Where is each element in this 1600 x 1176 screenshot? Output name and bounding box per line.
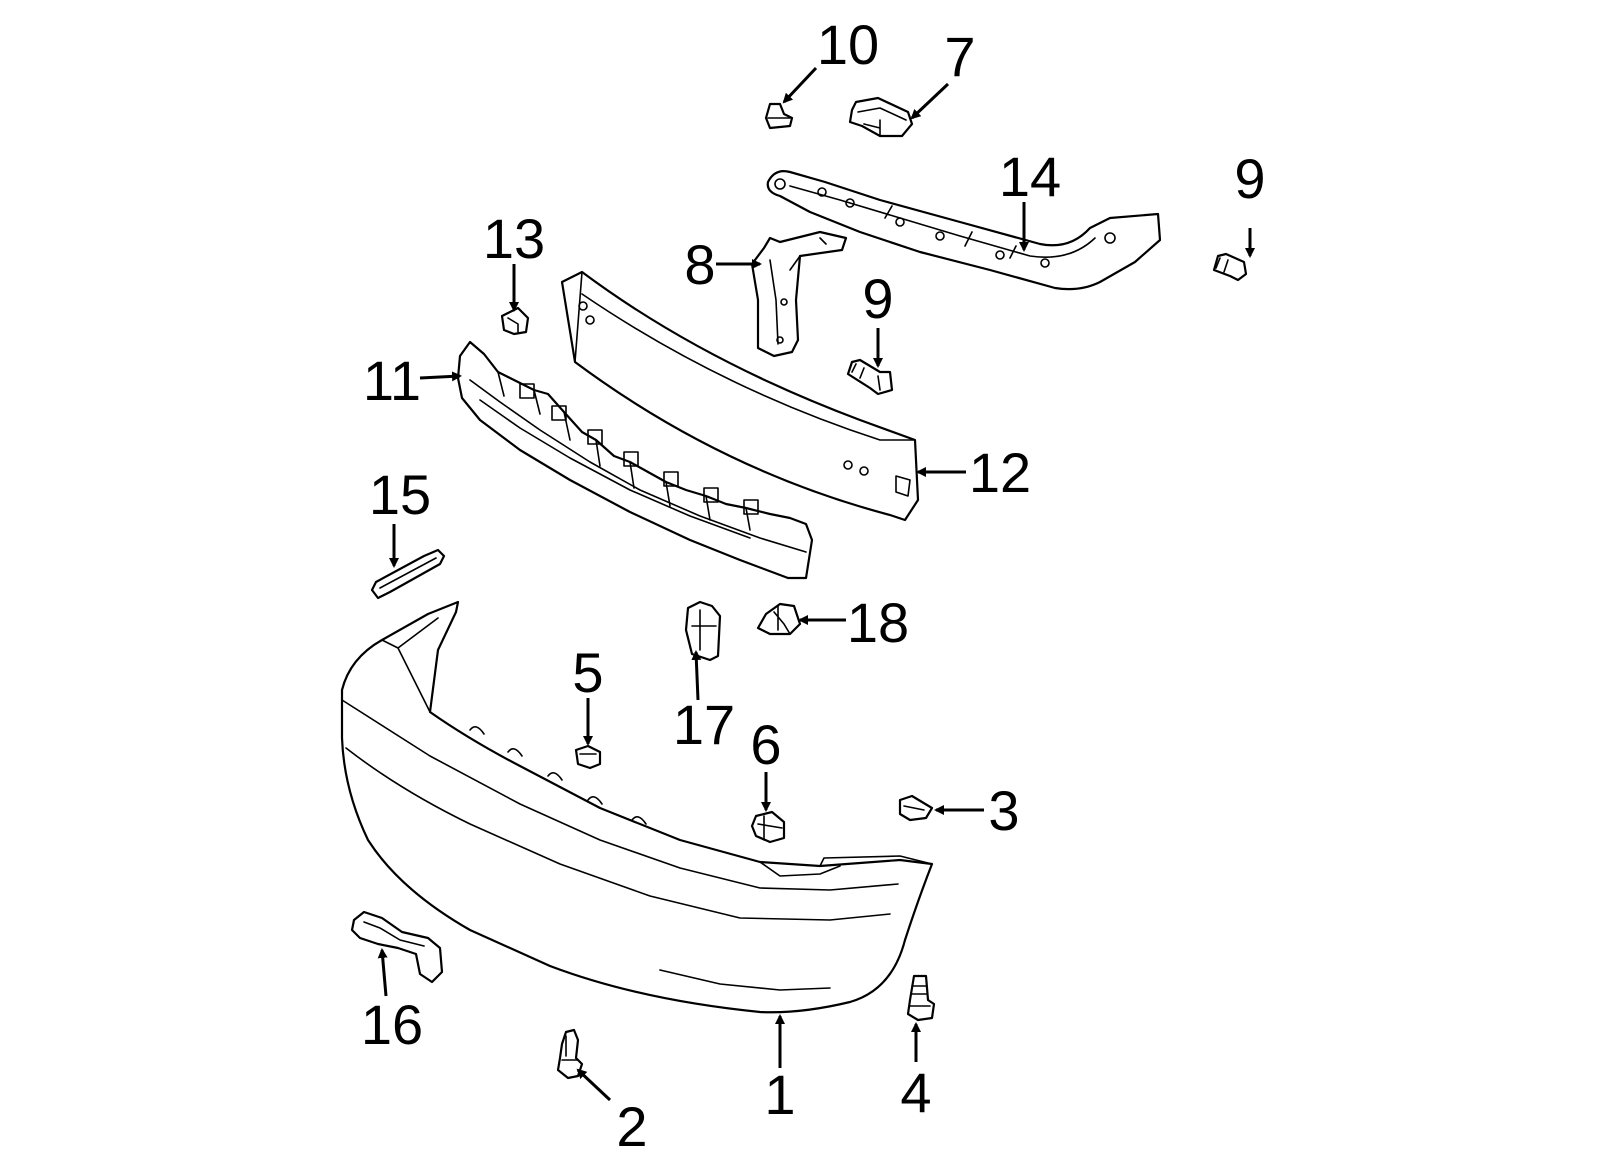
leader-16 <box>377 948 388 997</box>
part-15-molding <box>370 548 446 600</box>
callout-9b: 9 <box>862 267 893 330</box>
part-10-nut <box>764 102 794 130</box>
part-8-side-bracket <box>750 230 848 358</box>
callout-2: 2 <box>616 1095 647 1158</box>
part-6-clip <box>750 810 786 844</box>
part-9-bolt-right <box>1212 252 1248 282</box>
callout-6: 6 <box>750 713 781 776</box>
part-14-upper-bracket <box>766 170 1162 291</box>
callout-16: 16 <box>361 993 423 1056</box>
callout-9a: 9 <box>1234 147 1265 210</box>
part-9-bolt-center <box>846 358 894 396</box>
part-4-bolt <box>906 974 936 1022</box>
leader-lines <box>377 66 1255 1102</box>
callout-14: 14 <box>999 145 1061 208</box>
part-7-clip <box>848 96 914 138</box>
part-17-bracket <box>684 600 722 662</box>
callout-7: 7 <box>944 25 975 88</box>
part-18-clip <box>756 602 802 636</box>
callout-3: 3 <box>988 779 1019 842</box>
callout-5: 5 <box>572 641 603 704</box>
callout-18: 18 <box>847 591 909 654</box>
callout-17: 17 <box>673 693 735 756</box>
callout-10: 10 <box>817 13 879 76</box>
callout-11: 11 <box>363 349 421 412</box>
callout-12: 12 <box>969 441 1031 504</box>
callout-4: 4 <box>900 1061 931 1124</box>
callout-1: 1 <box>764 1063 795 1126</box>
part-16-bracket <box>350 910 444 984</box>
callout-13: 13 <box>483 207 545 270</box>
leader-7 <box>910 82 950 120</box>
callout-numbers: 1 2 3 4 5 6 7 8 9 9 10 11 12 13 14 15 16… <box>361 13 1266 1158</box>
part-13-retainer <box>500 306 530 336</box>
part-1-bumper-cover <box>340 600 934 1014</box>
part-3-nut <box>898 794 934 822</box>
leader-11 <box>419 371 462 382</box>
leader-2 <box>576 1068 612 1102</box>
callout-8: 8 <box>684 233 715 296</box>
leader-10 <box>782 66 818 104</box>
part-5-nut <box>574 744 602 770</box>
part-12-impact-bar <box>560 270 920 522</box>
callout-15: 15 <box>369 463 431 526</box>
leader-17 <box>691 650 702 701</box>
part-11-energy-absorber <box>456 340 814 580</box>
